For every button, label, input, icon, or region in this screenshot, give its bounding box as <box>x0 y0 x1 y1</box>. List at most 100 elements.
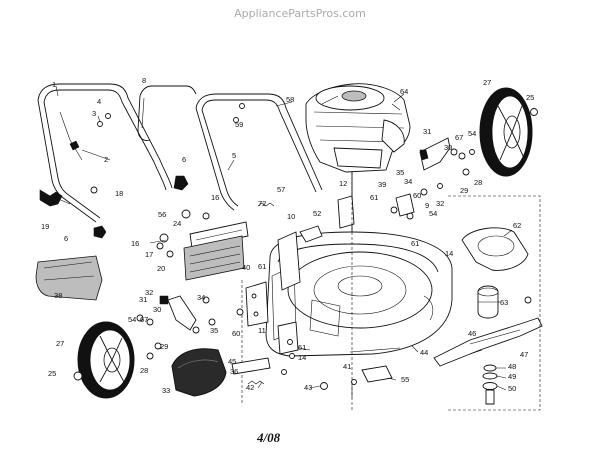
bolts-bottom <box>320 382 353 398</box>
label-67-left: 67 <box>140 315 148 324</box>
label-59: 59 <box>235 120 243 129</box>
label-24: 24 <box>173 219 181 228</box>
rear-bracket-40 <box>245 281 269 327</box>
label-1: 1 <box>52 80 56 89</box>
wheel-adjuster-right <box>390 137 475 220</box>
dashed-guide-right <box>448 195 541 411</box>
label-20: 20 <box>157 264 165 273</box>
label-25-bottom: 25 <box>48 369 56 378</box>
spring-72 <box>257 202 275 207</box>
label-34-left: 34 <box>197 293 205 302</box>
label-32-left: 32 <box>145 288 153 297</box>
label-45: 45 <box>228 357 236 366</box>
label-5: 5 <box>232 151 236 160</box>
label-35-right: 35 <box>396 168 404 177</box>
handle-knob-19 <box>39 189 71 207</box>
label-52: 52 <box>313 209 321 218</box>
label-4: 4 <box>97 97 101 106</box>
discharge-door-52 <box>299 225 323 243</box>
label-40: 40 <box>242 263 250 272</box>
blade-adapter-46 <box>477 285 499 319</box>
label-54-right: 54 <box>468 129 476 138</box>
label-49: 49 <box>508 372 516 381</box>
label-29-left: 29 <box>160 342 168 351</box>
label-55: 55 <box>401 375 409 384</box>
wheel-adjuster-left <box>136 295 244 360</box>
bracket-12 <box>337 195 355 229</box>
mounting-bracket-24 <box>189 221 249 249</box>
label-17: 17 <box>145 250 153 259</box>
rear-bracket-10 <box>277 231 301 291</box>
label-16-upper: 16 <box>211 193 219 202</box>
label-25-top: 25 <box>526 93 534 102</box>
label-33: 33 <box>162 386 170 395</box>
label-50: 50 <box>508 384 516 393</box>
watermark: AppliancePartsPros.com <box>234 7 366 20</box>
label-28-right: 28 <box>474 178 482 187</box>
rear-shield-33 <box>171 348 227 397</box>
label-35-left: 35 <box>210 326 218 335</box>
label-11: 11 <box>258 326 266 335</box>
label-42: 42 <box>246 383 254 392</box>
label-54-mid: 54 <box>429 209 437 218</box>
upper-handle-right <box>195 93 323 211</box>
label-32-right: 32 <box>436 199 444 208</box>
engine-64 <box>305 83 411 296</box>
label-60-left: 60 <box>232 329 240 338</box>
handle-bracket-20 <box>183 235 245 281</box>
label-30-left: 30 <box>153 305 161 314</box>
label-62: 62 <box>513 221 521 230</box>
label-56: 56 <box>158 210 166 219</box>
label-30-right: 30 <box>444 143 452 152</box>
control-bail <box>137 85 197 141</box>
label-63: 63 <box>500 298 508 307</box>
label-38: 38 <box>54 291 62 300</box>
label-10: 10 <box>287 212 295 221</box>
bracket-36-45 <box>231 357 287 385</box>
label-44: 44 <box>420 348 428 357</box>
handle-knob-6 <box>93 175 189 239</box>
label-57: 57 <box>277 185 285 194</box>
label-39: 39 <box>378 180 386 189</box>
label-29-right: 29 <box>460 186 468 195</box>
label-54-left: 54 <box>128 315 136 324</box>
label-27-top: 27 <box>483 78 491 87</box>
label-6-lower: 6 <box>64 234 68 243</box>
label-31-right: 31 <box>423 127 431 136</box>
label-2: 2 <box>104 155 108 164</box>
bolts-56-16 <box>149 209 210 258</box>
label-34-right: 34 <box>404 177 412 186</box>
label-67-right: 67 <box>455 133 463 142</box>
label-27-bottom: 27 <box>56 339 64 348</box>
label-19: 19 <box>41 222 49 231</box>
part-labels: 1 2 3 4 5 6 6 8 10 11 12 14 14 16 16 17 … <box>41 76 534 395</box>
label-47: 47 <box>520 350 528 359</box>
label-64: 64 <box>400 87 408 96</box>
label-41: 41 <box>343 362 351 371</box>
lower-handle-left <box>37 83 173 223</box>
label-43: 43 <box>304 383 312 392</box>
date-code: 4/08 <box>256 430 281 445</box>
label-46: 46 <box>468 329 476 338</box>
label-14-lower: 14 <box>298 353 306 362</box>
label-31-left: 31 <box>139 295 147 304</box>
rear-flap-38 <box>35 255 103 301</box>
blade-47 <box>433 317 543 367</box>
label-28-left: 28 <box>140 366 148 375</box>
label-16-lower: 16 <box>131 239 139 248</box>
label-36: 36 <box>230 367 238 376</box>
label-3: 3 <box>92 109 96 118</box>
label-58: 58 <box>286 95 294 104</box>
label-18: 18 <box>115 189 123 198</box>
wheel-27-top <box>479 87 538 177</box>
label-72: 72 <box>258 199 266 208</box>
label-9: 9 <box>425 201 429 210</box>
leader-lines <box>55 85 513 391</box>
wheel-27-bottom <box>73 321 135 399</box>
small-hardware-left <box>90 103 245 194</box>
deck-bracket-11 <box>277 321 299 359</box>
label-6-upper: 6 <box>182 155 186 164</box>
side-discharge-62 <box>461 227 529 271</box>
label-12: 12 <box>339 179 347 188</box>
label-48: 48 <box>508 362 516 371</box>
